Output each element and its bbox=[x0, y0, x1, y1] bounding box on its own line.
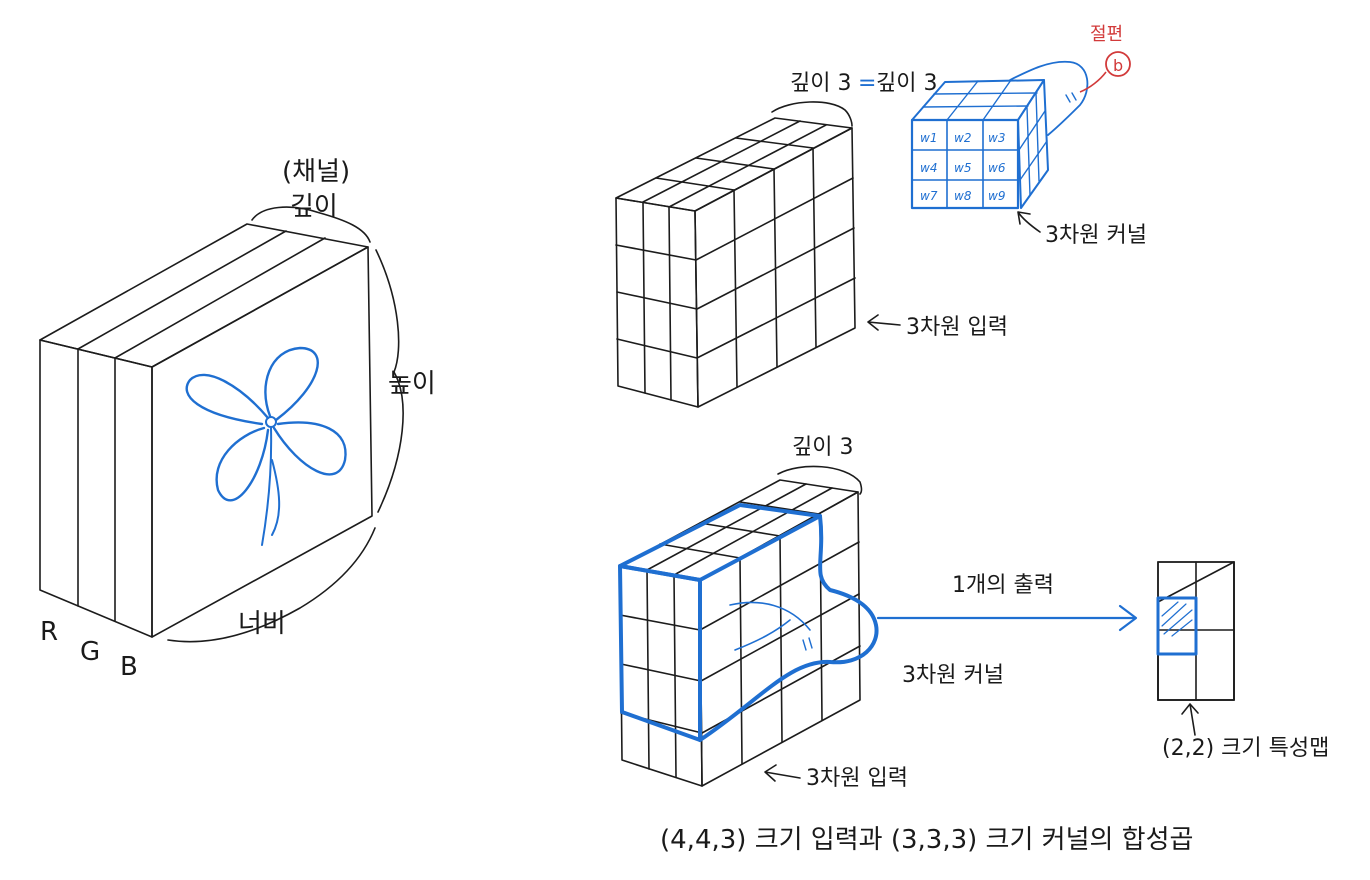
kernel-weight-8: w8 bbox=[954, 189, 972, 203]
output-label: 1개의 출력 bbox=[952, 573, 1054, 598]
input-volume-bottom: 깊이 3 3차원 입력 3차원 커널 bbox=[618, 435, 1004, 791]
input-label-top: 3차원 입력 bbox=[906, 315, 1008, 340]
kernel-weight-4: w4 bbox=[920, 161, 937, 175]
channel-g-label: G bbox=[80, 637, 100, 667]
input-volume-top: 3차원 입력 bbox=[615, 101, 1008, 408]
depth-label: 깊이 bbox=[290, 192, 338, 222]
channel-r-label: R bbox=[40, 617, 58, 647]
channel-b-label: B bbox=[120, 652, 138, 682]
depth-label-bottom: 깊이 3 bbox=[792, 435, 853, 460]
cross-section-marker: b bbox=[1113, 56, 1123, 75]
kernel-weight-6: w6 bbox=[988, 161, 1006, 175]
figure-caption: (4,4,3) 크기 입력과 (3,3,3) 크기 커널의 합성곱 bbox=[660, 825, 1193, 855]
kernel-weight-3: w3 bbox=[988, 131, 1005, 145]
kernel-weight-1: w1 bbox=[920, 131, 937, 145]
kernel-weight-2: w2 bbox=[954, 131, 971, 145]
flower-drawing bbox=[185, 346, 347, 546]
output-arrow: 1개의 출력 bbox=[876, 573, 1138, 632]
kernel-label-bottom: 3차원 커널 bbox=[902, 663, 1004, 688]
kernel-label-top: 3차원 커널 bbox=[1045, 223, 1147, 248]
depth-eq-right: 깊이 3 bbox=[876, 71, 937, 96]
cross-section-marker-circle bbox=[1105, 51, 1131, 77]
depth-eq-sign: = bbox=[858, 71, 876, 96]
input-label-bottom: 3차원 입력 bbox=[806, 766, 908, 791]
channel-label: (채널) bbox=[282, 157, 350, 187]
kernel-weight-5: w5 bbox=[954, 161, 971, 175]
depth-equality: 깊이 3 = 깊이 3 bbox=[790, 71, 937, 96]
kernel-volume-top: w1 w2 w3 w4 w5 w6 w7 w8 w9 b 절편 3차원 커널 bbox=[910, 24, 1147, 248]
feature-map: (2,2) 크기 특성맵 bbox=[1156, 561, 1329, 761]
kernel-weight-9: w9 bbox=[988, 189, 1005, 203]
width-label: 너비 bbox=[238, 609, 286, 639]
kernel-weight-7: w7 bbox=[920, 189, 938, 203]
depth-eq-left: 깊이 3 bbox=[790, 71, 851, 96]
feature-map-label: (2,2) 크기 특성맵 bbox=[1162, 736, 1329, 761]
height-label: 높이 bbox=[388, 369, 436, 399]
rgb-image-volume: (채널) 깊이 높이 너비 R G B bbox=[39, 157, 436, 682]
cross-section-label: 절편 bbox=[1090, 24, 1123, 45]
